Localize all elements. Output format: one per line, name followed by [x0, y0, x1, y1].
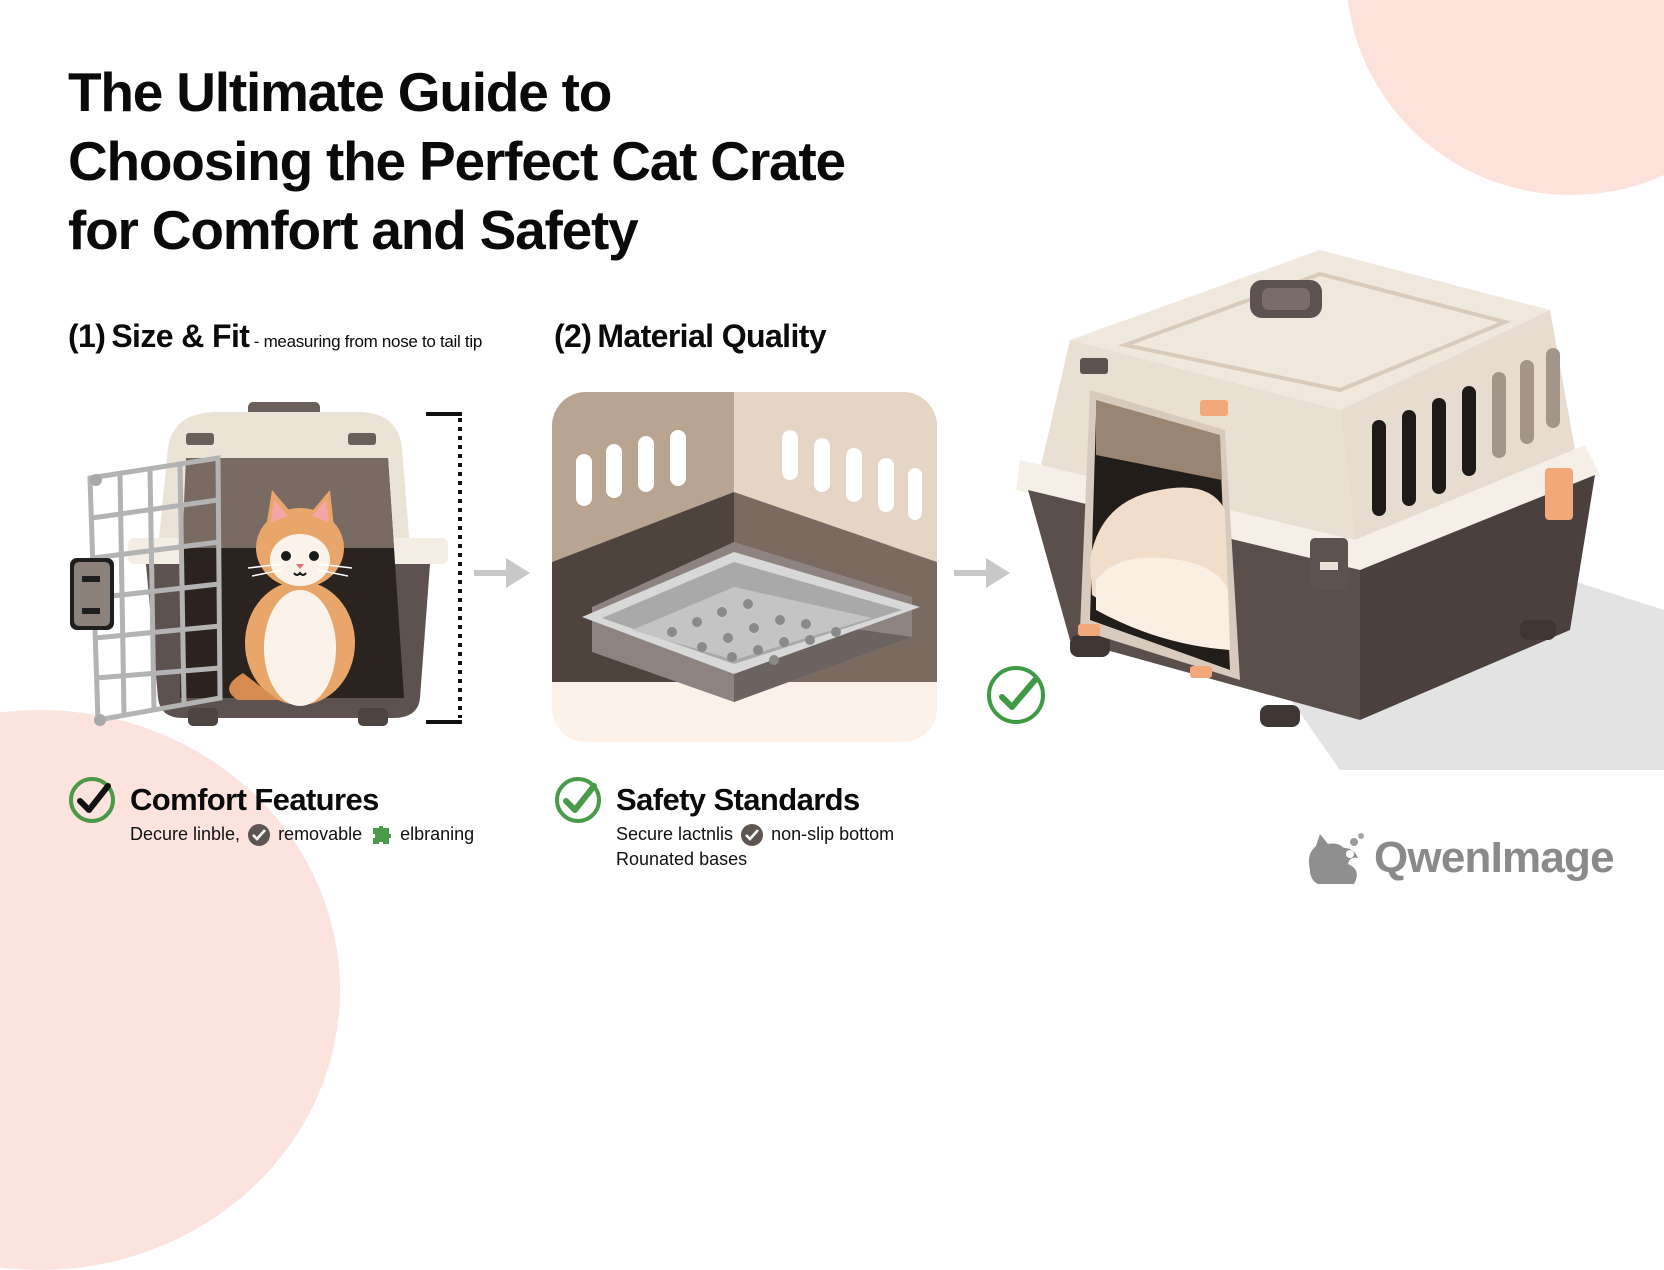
arrow-right-icon [954, 558, 1010, 588]
feature-text: non-slip bottom [771, 824, 895, 844]
feature-line: Rounated bases [616, 847, 894, 872]
step-separator: - [249, 332, 264, 351]
mini-check-icon [248, 823, 271, 846]
qwen-cat-logo-icon [1304, 830, 1366, 886]
feature-text: Decure linble, [130, 824, 241, 844]
step-title: Size & Fit [111, 318, 250, 354]
check-circle-icon [68, 776, 116, 824]
feature-text: Secure lactnlis [616, 824, 734, 844]
feature-text: removable [278, 824, 363, 844]
check-circle-icon [985, 664, 1047, 726]
step-number: (2) [554, 318, 592, 354]
feature-title: Comfort Features [130, 782, 379, 817]
qwenimage-logo: QwenImage [1304, 830, 1615, 886]
cat-in-crate-illustration [68, 398, 478, 738]
title-line-2: Choosing the Perfect Cat Crate [68, 130, 846, 192]
step-material-quality-label: (2)Material Quality [554, 318, 827, 355]
feature-comfort: Comfort Features Decure linble, removabl… [68, 776, 474, 847]
large-crate-with-bedding-illustration [1010, 250, 1664, 770]
page-title: The Ultimate Guide to Choosing the Perfe… [68, 58, 846, 265]
feature-safety: Safety Standards Secure lactnlis non-sli… [554, 776, 894, 872]
step-number: (1) [68, 318, 106, 354]
step-size-fit-label: (1)Size & Fit - measuring from nose to t… [68, 318, 482, 355]
feature-text: Rounated bases [616, 849, 748, 869]
mini-check-icon [741, 823, 764, 846]
arrow-right-icon [474, 558, 530, 588]
feature-line: Decure linble, removable elbraning [130, 822, 474, 847]
feature-line: Secure lactnlis non-slip bottom [616, 822, 894, 847]
feature-text: elbraning [400, 824, 475, 844]
title-line-3: for Comfort and Safety [68, 199, 639, 261]
step-title: Material Quality [597, 318, 827, 354]
green-puzzle-icon [370, 824, 392, 846]
crate-tray-illustration [552, 392, 937, 742]
decorative-blob-top-right [1346, 0, 1664, 195]
feature-title: Safety Standards [616, 782, 860, 817]
title-line-1: The Ultimate Guide to [68, 61, 612, 123]
logo-text: QwenImage [1374, 833, 1615, 882]
step-sublabel: measuring from nose to tail tip [263, 332, 483, 351]
check-circle-icon [554, 776, 602, 824]
